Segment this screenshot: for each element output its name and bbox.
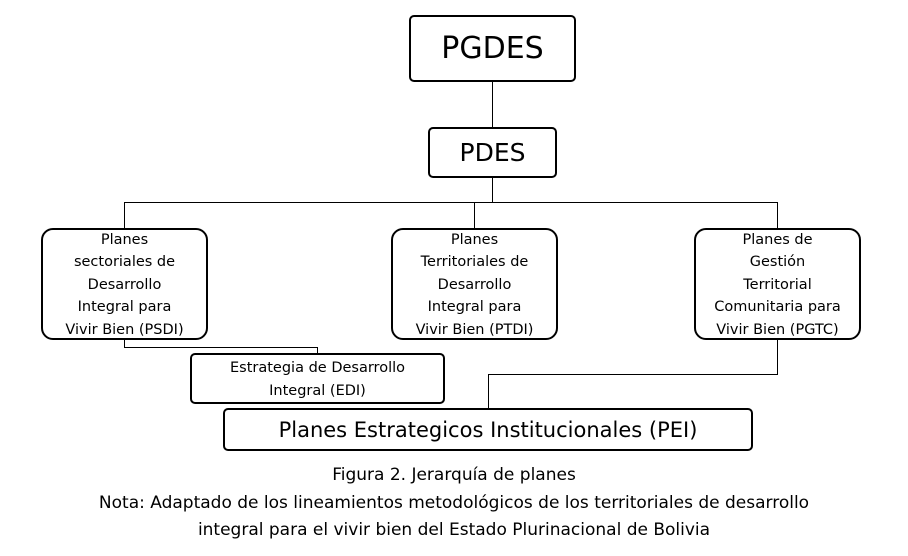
node-ptdi: Planes Territoriales de Desarrollo Integ… (391, 228, 558, 340)
figure-note-line2: integral para el vivir bien del Estado P… (197, 520, 711, 540)
node-pdes: PDES (428, 127, 557, 178)
node-pgtc-line: Planes de (742, 231, 813, 248)
node-ptdi-line: Vivir Bien (PTDI) (415, 321, 534, 338)
figure-note-line1: Nota: Adaptado de los lineamientos metod… (98, 493, 810, 513)
node-psdi-line: Planes (100, 231, 149, 248)
connector-psdi-edi-v (317, 347, 318, 354)
connector-psdi-edi (124, 339, 125, 347)
node-pgtc-line: Gestión (749, 254, 806, 271)
node-edi: Estrategia de Desarrollo Integral (EDI) (190, 353, 445, 404)
node-pgtc-line: Comunitaria para (714, 299, 841, 316)
connector-pdes-bus (492, 177, 493, 202)
node-psdi-line: sectoriales de (73, 254, 176, 271)
node-pgtc: Planes de Gestión Territorial Comunitari… (694, 228, 861, 340)
node-ptdi-line: Territoriales de (420, 254, 529, 271)
connector-pgtc-pei-v (488, 374, 489, 408)
node-ptdi-line: Integral para (427, 299, 522, 316)
node-ptdi-line: Planes (450, 231, 499, 248)
node-psdi-line: Vivir Bien (PSDI) (65, 321, 184, 338)
node-pgtc-line: Vivir Bien (PGTC) (716, 321, 839, 338)
node-pgdes: PGDES (409, 15, 576, 82)
connector-bus (124, 202, 778, 203)
node-psdi: Planes sectoriales de Desarrollo Integra… (41, 228, 208, 340)
node-pgtc-line: Territorial (743, 276, 812, 293)
node-psdi-line: Desarrollo (87, 276, 162, 293)
node-pdes-label: PDES (459, 138, 526, 167)
node-pei: Planes Estrategicos Institucionales (PEI… (223, 408, 753, 451)
node-edi-line: Integral (EDI) (269, 382, 366, 399)
connector-pgtc-pei (777, 339, 778, 374)
node-pei-label: Planes Estrategicos Institucionales (PEI… (278, 417, 698, 442)
node-pgdes-label: PGDES (441, 31, 544, 66)
figure-caption: Figura 2. Jerarquía de planes (332, 465, 576, 485)
connector-bus-ptdi (474, 202, 475, 228)
node-psdi-line: Integral para (77, 299, 172, 316)
connector-bus-psdi (124, 202, 125, 228)
node-edi-line: Estrategia de Desarrollo (230, 360, 405, 376)
connector-pgdes-pdes (492, 81, 493, 127)
connector-psdi-edi-h (124, 347, 318, 348)
connector-pgtc-pei-h (488, 374, 778, 375)
connector-bus-pgtc (777, 202, 778, 228)
node-ptdi-line: Desarrollo (437, 276, 512, 293)
